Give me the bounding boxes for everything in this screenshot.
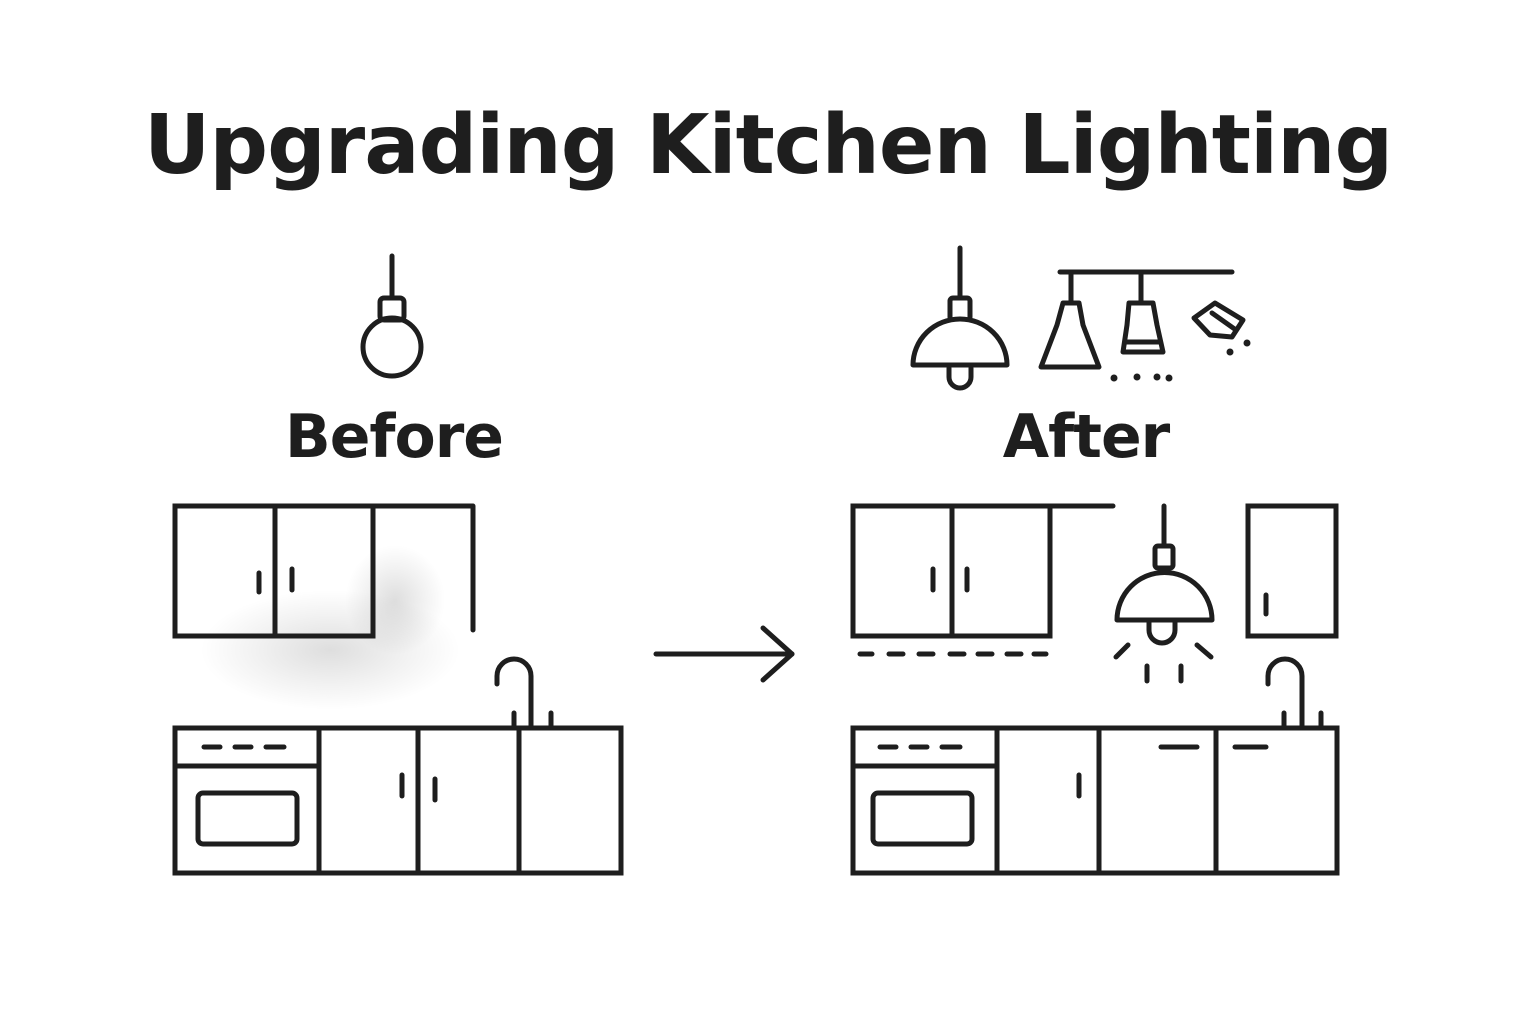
before-base-cabinets [172, 725, 624, 876]
before-upper-cabinets [172, 503, 476, 639]
after-upper-cabinets [850, 503, 1116, 639]
glowing-pendant-icon [1113, 503, 1215, 684]
after-right-upper-cabinet [1245, 503, 1339, 639]
after-faucet-icon [1265, 656, 1324, 729]
transition-arrow-icon [653, 625, 795, 683]
dome-pendant-icon [910, 245, 1010, 391]
after-label: After [1002, 402, 1171, 472]
track-light-icon [1038, 269, 1235, 382]
after-base-cabinets [850, 725, 1340, 876]
before-label: Before [284, 402, 504, 472]
before-faucet-icon [494, 656, 554, 729]
dim-shadow-corner [345, 545, 445, 655]
bare-bulb-pendant-icon [360, 253, 424, 379]
tilted-spotlight-icon [1191, 300, 1251, 356]
diagram-title: Upgrading Kitchen Lighting [143, 98, 1393, 193]
